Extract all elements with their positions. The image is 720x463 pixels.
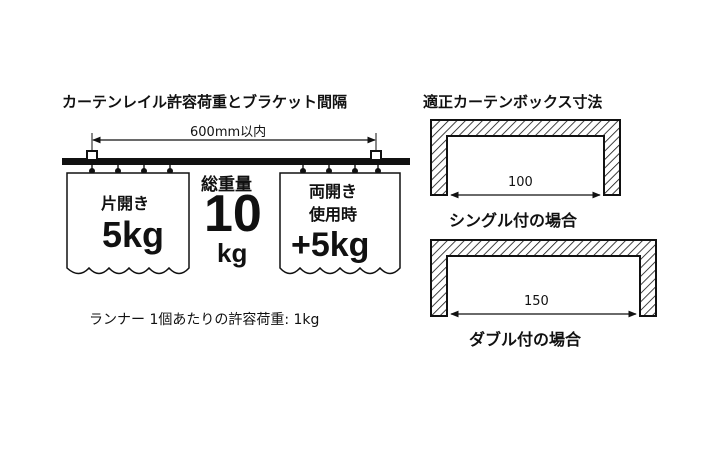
total-weight-unit: kg (217, 238, 248, 268)
double-box-dimension-value: 150 (524, 294, 549, 309)
rail-brackets (86, 150, 382, 161)
box-section-title: 適正カーテンボックス寸法 (423, 93, 603, 111)
left-curtain-load: 5kg (102, 214, 165, 255)
runner-load-note: ランナー 1個あたりの許容荷重: 1kg (89, 312, 320, 328)
right-curtain-panel (279, 172, 401, 275)
single-box-section (430, 119, 621, 196)
double-box-caption: ダブル付の場合 (469, 330, 582, 349)
total-weight-value: 10 (204, 185, 262, 243)
bracket-spacing-label: 600mm以内 (190, 125, 267, 140)
right-curtain-label-line1: 両開き (309, 182, 358, 201)
right-curtain-label-line2: 使用時 (309, 205, 358, 224)
single-box-dimension-value: 100 (508, 175, 533, 190)
right-curtain-load: +5kg (291, 226, 370, 264)
left-curtain-panel (66, 172, 190, 275)
curtain-rail (62, 158, 410, 165)
total-weight-label: 総重量 (201, 175, 252, 195)
rail-section-title: カーテンレイル許容荷重とブラケット間隔 (62, 93, 348, 111)
single-box-caption: シングル付の場合 (449, 211, 578, 230)
double-box-section (430, 239, 657, 317)
left-curtain-label: 片開き (101, 194, 150, 213)
